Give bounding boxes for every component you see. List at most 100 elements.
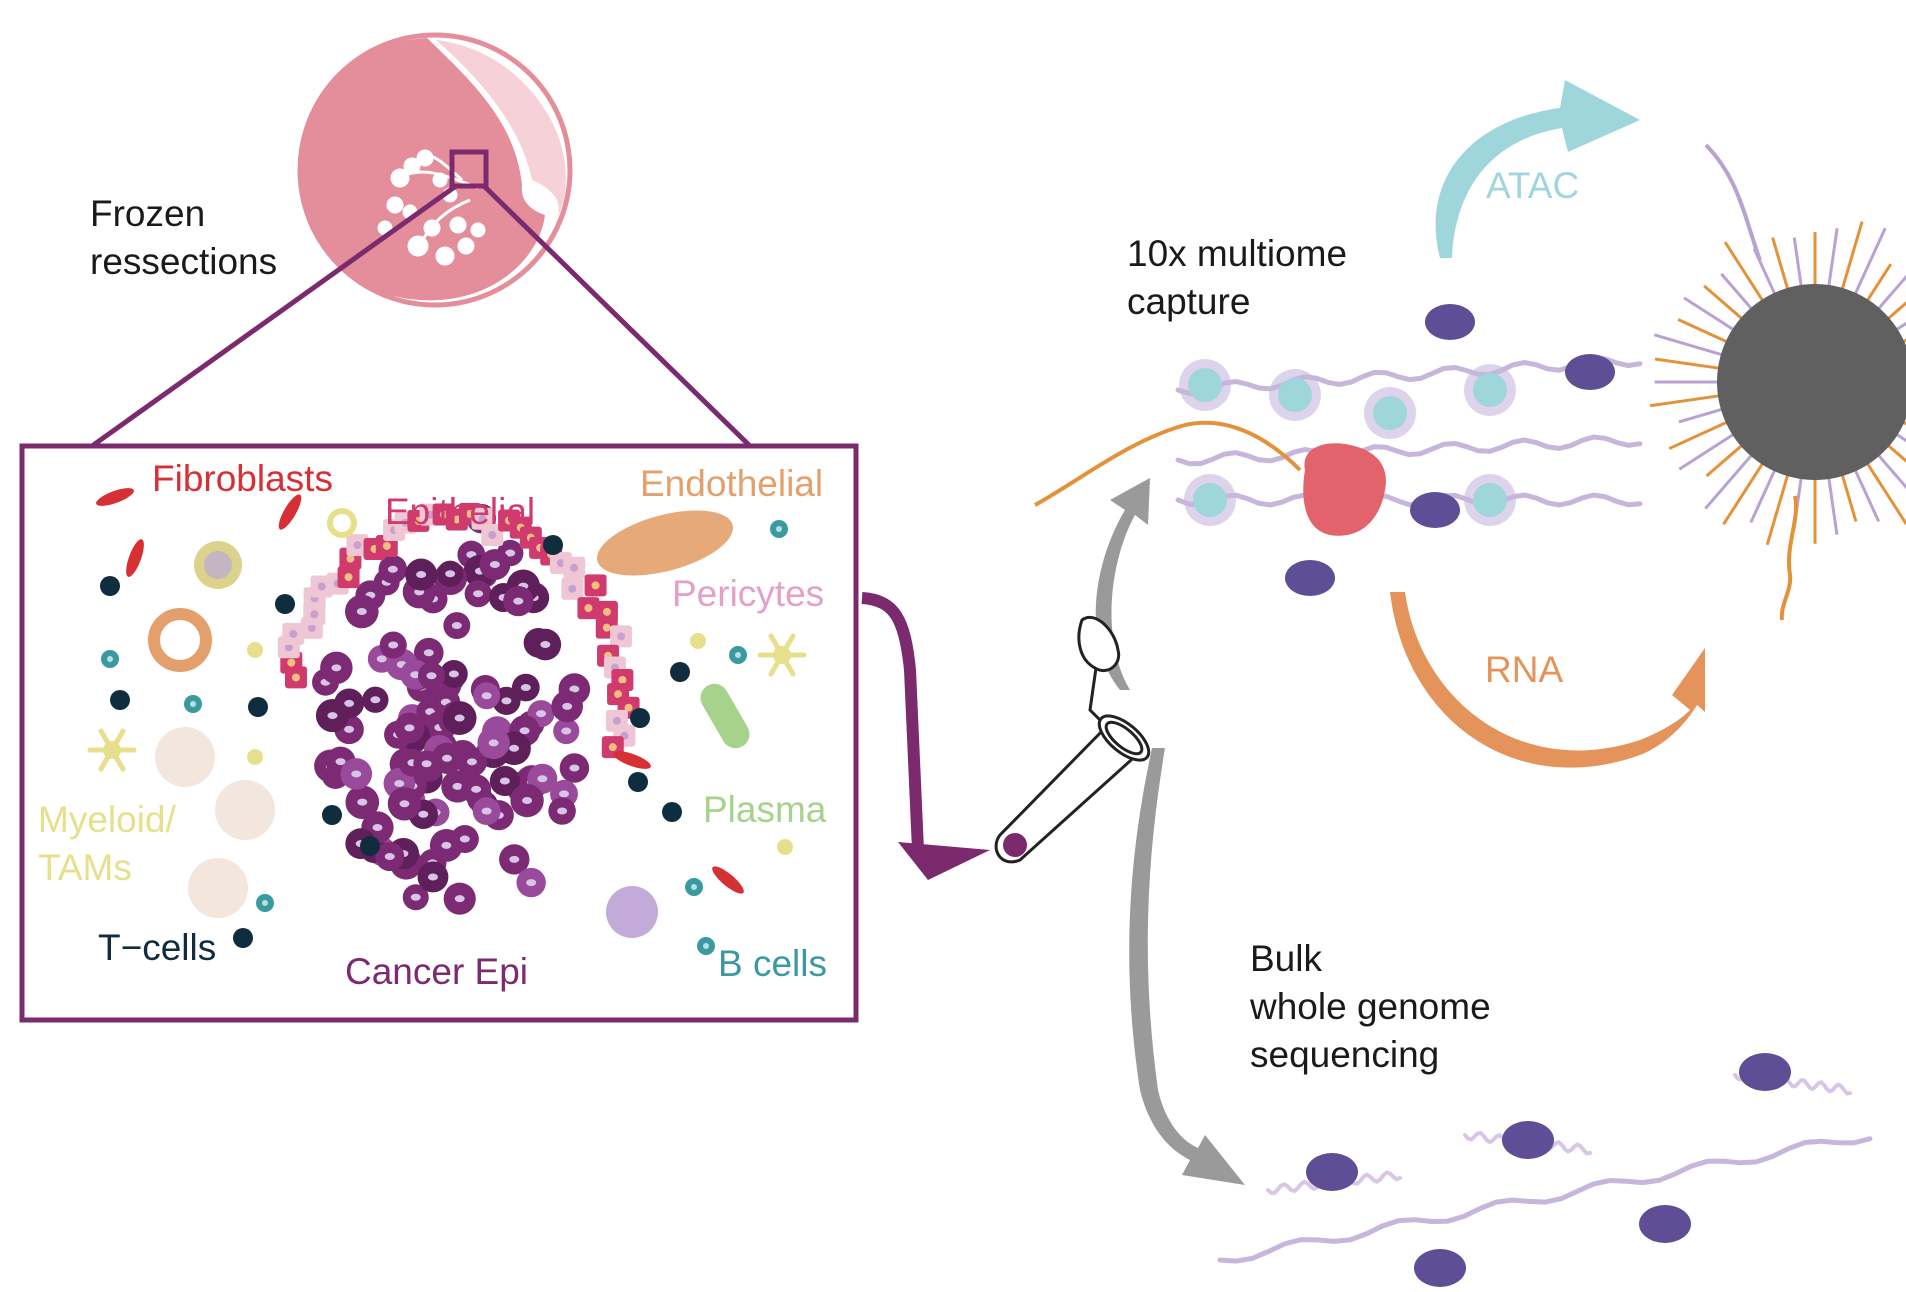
cdna-strand [1034,420,1302,507]
atac-label: ATAC [1486,165,1580,206]
nucleosome [1414,1249,1466,1287]
fibroblast-cell [613,751,651,769]
cell-label-tcells: T−cells [98,927,217,968]
bead-oligo [1851,227,1887,301]
myeloid-dot [247,642,263,658]
bead-oligo [1771,237,1792,297]
bead-oligo [1653,333,1730,359]
bead-oligo [1703,284,1748,325]
myeloid-star [87,728,137,772]
myeloid-cell [155,727,215,787]
t-cell [360,836,380,856]
bead-icon [1649,143,1906,621]
fibroblast-cell [96,488,134,506]
bead-oligo [1654,357,1727,371]
b-cell-cluster [606,886,658,938]
myeloid-dot [247,749,263,765]
transposase [1285,560,1335,596]
bead-oligo [1826,227,1839,294]
t-cell [233,928,253,948]
transposase [1565,354,1615,390]
bead-oligo [1851,463,1881,523]
bead-oligo [1896,338,1906,346]
bead-oligo [1677,318,1734,346]
bead-oligo [1882,301,1906,325]
bead-oligo [1889,321,1906,335]
frame-to-tube-arrow [861,592,924,851]
zoom-line-left [90,183,458,449]
nucleosome [1502,1121,1554,1159]
endothelial-cell [596,510,734,576]
bead-oligo [1705,439,1748,478]
cell-label-pericytes: Pericytes [672,573,825,614]
transposase [1410,492,1460,528]
bulk-dna-strands [1217,1053,1873,1287]
t-cell [670,662,690,682]
dna-strand-icon [1175,492,1643,508]
bead-oligo [1704,449,1758,510]
myeloid-star [757,633,807,677]
myeloid-cell [188,858,248,918]
bead-oligo [1722,456,1768,526]
gray-arrows [1095,478,1245,1185]
bead-oligo [1862,263,1893,308]
t-cell [322,805,342,825]
t-cell [100,576,120,596]
t-cell [110,690,130,710]
cell-label-cancer-epi: Cancer Epi [345,951,529,992]
t-cell [543,535,563,555]
cell-label-plasma: Plasma [703,789,827,830]
tissue-cells [87,488,807,955]
rna-label: RNA [1485,649,1564,690]
bead-oligo [1765,467,1792,546]
bulk-label: Bulk whole genome sequencing [1250,938,1491,1076]
bead-oligo [1838,467,1858,522]
bead-oligo [1720,272,1758,315]
dna-strand-icon [1175,434,1643,467]
captured-strand [1779,495,1798,621]
t-cell [275,594,295,614]
polymerase [1303,443,1386,536]
bead-oligo [1678,429,1741,471]
nucleosome [1739,1053,1791,1091]
cell-label-endothelial: Endothelial [640,463,824,504]
cell-label-fibroblasts: Fibroblasts [152,458,333,499]
captured-strand [1704,143,1762,261]
bead-oligo [1838,221,1864,297]
nucleosome [1639,1205,1691,1243]
myeloid-dot [777,839,793,855]
bead-oligo [1862,456,1906,525]
dna-strand-icon [1175,355,1643,397]
bead-oligo [1649,393,1727,408]
plasma-cell [700,683,750,749]
bead-oligo [1723,241,1768,308]
bead-oligo [1872,274,1906,315]
bead-oligo [1749,463,1779,524]
atac-arrow [1435,80,1640,258]
endothelial-vessel [148,608,212,672]
chromatin-strands [1034,304,1643,596]
cell-label-epithelial: Epithelial [385,491,536,532]
breast-icon [297,32,573,308]
fibroblast-cell [712,866,744,894]
cell-label-bcells: B cells [718,943,827,984]
t-cell [630,708,650,728]
myeloid-cell [215,780,275,840]
t-cell [662,802,682,822]
bead-oligo [1882,439,1906,463]
transposase [1425,304,1475,340]
bead-oligo [1896,418,1906,426]
cell-label-myeloid: Myeloid/ TAMs [38,799,176,889]
t-cell [248,697,268,717]
sample-label: Frozen ressections [90,193,278,283]
fibroblast-cell [278,494,302,530]
t-cell [628,772,648,792]
tube-icon [994,615,1151,864]
bead-oligo [1792,237,1804,294]
bead-oligo [1826,470,1839,535]
fibroblast-cell [126,539,144,577]
bead-oligo [1668,418,1734,450]
nucleosome [1306,1153,1358,1191]
capture-label: 10x multiome capture [1127,233,1348,323]
